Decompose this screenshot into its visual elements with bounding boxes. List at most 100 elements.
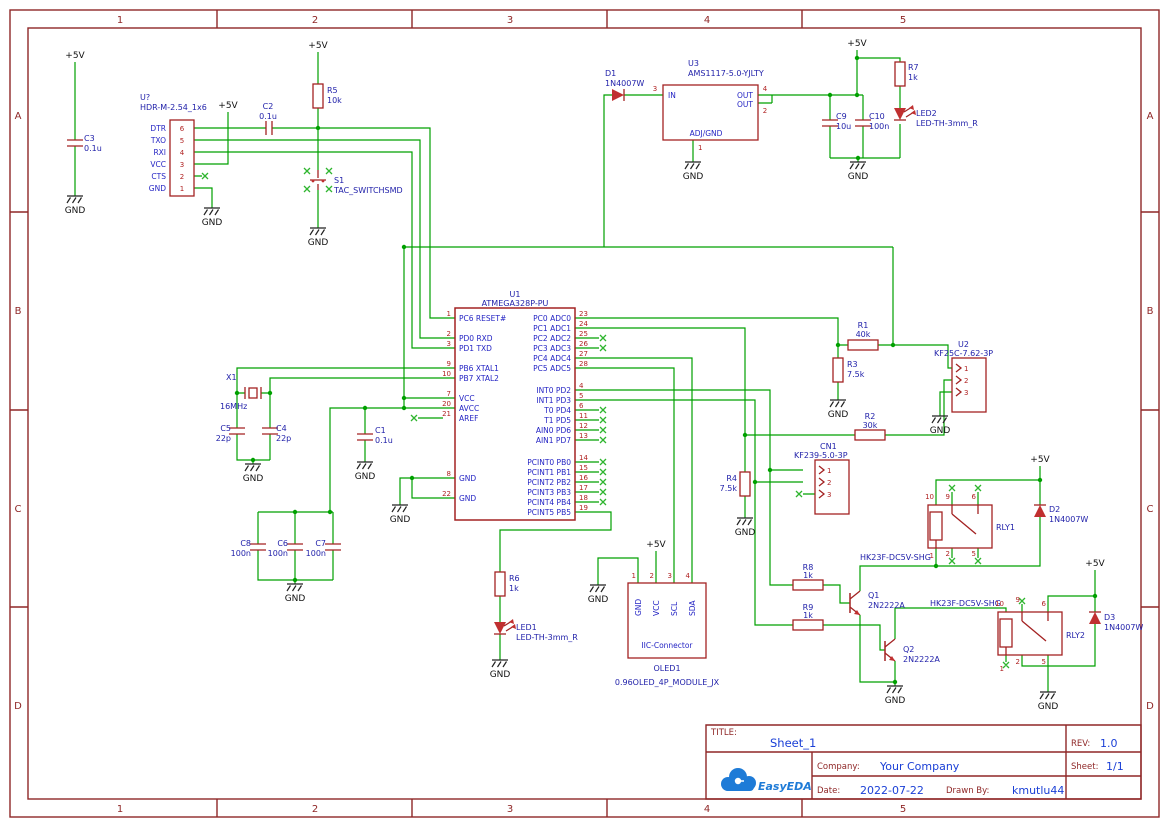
gnd-flag[interactable]: GND xyxy=(848,161,869,182)
component-d2[interactable]: D2 1N4007W xyxy=(1034,504,1088,524)
row-label: C xyxy=(1147,504,1154,515)
component-x1[interactable]: X1 16MHz xyxy=(220,373,262,411)
gnd-label: GND xyxy=(735,528,756,538)
component-c10[interactable]: C10 100n xyxy=(855,112,889,131)
row-label: B xyxy=(15,306,22,317)
component-c6[interactable]: C6 100n xyxy=(268,539,303,558)
title-block[interactable]: TITLE: Sheet_1 REV: 1.0 Company: Your Co… xyxy=(705,724,1142,800)
row-label: D xyxy=(14,701,22,712)
power-flag-5v[interactable]: +5V xyxy=(646,540,666,550)
component-c1[interactable]: C1 0.1u xyxy=(357,426,393,445)
pin-number: 17 xyxy=(579,484,588,492)
gnd-flag[interactable]: GND xyxy=(683,161,704,182)
component-c9[interactable]: C9 10u xyxy=(822,112,851,131)
component-r9[interactable]: R9 1k xyxy=(792,603,824,631)
connector-label: IIC-Connector xyxy=(641,641,693,650)
gnd-label: GND xyxy=(202,218,223,228)
ref-label: U2 xyxy=(958,340,969,349)
component-q1[interactable]: Q1 2N2222A xyxy=(849,590,905,616)
component-d3[interactable]: D3 1N4007W xyxy=(1089,611,1143,632)
component-cn1[interactable]: CN1 KF239-5.0-3P 1 2 3 xyxy=(794,442,850,515)
component-s1[interactable]: S1 TAC_SWITCHSMD xyxy=(310,170,403,195)
wire-segments[interactable] xyxy=(74,50,1096,692)
row-label: D xyxy=(1146,701,1154,712)
company-value[interactable]: Your Company xyxy=(879,760,960,773)
power-flag-5v[interactable]: +5V xyxy=(65,51,85,61)
sheet-value[interactable]: 1/1 xyxy=(1106,760,1124,773)
pin-number: 9 xyxy=(946,493,950,501)
component-rly1[interactable]: RLY1 HK23F-DC5V-SHG 10 9 6 1 2 5 xyxy=(860,493,1015,562)
gnd-flag[interactable]: GND xyxy=(490,659,511,680)
date-value[interactable]: 2022-07-22 xyxy=(860,784,924,797)
component-r5[interactable]: R5 10k xyxy=(312,83,342,109)
component-header[interactable]: U? HDR-M-2.54_1x6 DTR TXO RXI VCC CTS GN… xyxy=(140,93,207,197)
value-label: HK23F-DC5V-SHG xyxy=(860,553,931,562)
gnd-flag[interactable]: GND xyxy=(390,504,411,525)
component-c5[interactable]: C5 22p xyxy=(216,424,245,443)
sheet-title[interactable]: Sheet_1 xyxy=(770,736,816,750)
pin-name: PC1 ADC1 xyxy=(533,324,571,333)
gnd-flag[interactable]: GND xyxy=(285,583,306,604)
pin-number: 1 xyxy=(180,185,184,193)
gnd-flag[interactable]: GND xyxy=(355,461,376,482)
gnd-flag[interactable]: GND xyxy=(1038,691,1059,712)
gnd-flag[interactable]: GND xyxy=(243,463,264,484)
component-oled1[interactable]: 1 2 3 4 GND VCC SCL SDA IIC-Connector OL… xyxy=(615,572,720,687)
component-c2[interactable]: C2 0.1u xyxy=(259,102,277,135)
power-flag-5v[interactable]: +5V xyxy=(1085,559,1105,569)
gnd-flag[interactable]: GND xyxy=(308,227,329,248)
ref-label: Q2 xyxy=(903,645,914,654)
p5v-label: +5V xyxy=(847,39,867,49)
gnd-flag[interactable]: GND xyxy=(202,207,223,228)
component-q2[interactable]: Q2 2N2222A xyxy=(884,638,940,664)
gnd-flag[interactable]: GND xyxy=(828,399,849,420)
component-u1[interactable]: U1 ATMEGA328P-PU 1 2 3 9 10 7 20 21 8 22… xyxy=(442,290,588,521)
pin-number: 16 xyxy=(579,474,588,482)
component-u3[interactable]: U3 AMS1117-5.0-YJLTY IN OUT OUT ADJ/GND … xyxy=(653,59,768,152)
power-flag-5v[interactable]: +5V xyxy=(308,41,328,51)
pin-name: ADJ/GND xyxy=(690,129,723,138)
gnd-flag[interactable]: GND xyxy=(65,195,86,216)
ref-label: RLY1 xyxy=(996,523,1015,532)
power-flag-5v[interactable]: +5V xyxy=(1030,455,1050,465)
rev-value[interactable]: 1.0 xyxy=(1100,737,1118,750)
company-label: Company: xyxy=(817,762,860,772)
component-r2[interactable]: R2 30k xyxy=(854,412,886,441)
component-c7[interactable]: C7 100n xyxy=(306,539,341,558)
component-r6[interactable]: R6 1k xyxy=(494,571,520,597)
ref-label: C9 xyxy=(836,112,847,121)
pin-number: 6 xyxy=(972,493,977,501)
ref-label: U? xyxy=(140,93,150,102)
power-flag-5v[interactable]: +5V xyxy=(847,39,867,49)
value-label: KF239-5.0-3P xyxy=(794,451,848,460)
component-r3[interactable]: R3 7.5k xyxy=(832,357,865,383)
drawn-by-value[interactable]: kmutlu44 xyxy=(1012,784,1064,797)
gnd-flag[interactable]: GND xyxy=(885,685,906,706)
pin-number: 27 xyxy=(579,350,588,358)
component-r4[interactable]: R4 7.5k xyxy=(720,471,751,497)
gnd-flag[interactable]: GND xyxy=(930,415,951,436)
pin-name: INT0 PD2 xyxy=(536,386,571,395)
pin-number: 13 xyxy=(579,432,588,440)
pin-name: T1 PD5 xyxy=(543,416,571,425)
pin-name: OUT xyxy=(737,91,753,100)
component-r1[interactable]: R1 40k xyxy=(847,321,879,351)
gnd-flag[interactable]: GND xyxy=(735,517,756,538)
col-label: 5 xyxy=(900,15,906,26)
component-c3[interactable]: C3 0.1u xyxy=(67,134,102,153)
pin-name: GND xyxy=(634,599,643,616)
gnd-flag[interactable]: GND xyxy=(588,584,609,605)
component-led1[interactable]: LED1 LED-TH-3mm_R xyxy=(494,619,578,642)
component-r8[interactable]: R8 1k xyxy=(792,563,824,591)
component-c4[interactable]: C4 22p xyxy=(262,424,291,443)
pin-name: PD0 RXD xyxy=(459,334,493,343)
component-led2[interactable]: LED2 LED-TH-3mm_R xyxy=(894,105,978,128)
component-c8[interactable]: C8 100n xyxy=(231,539,266,558)
component-r7[interactable]: R7 1k xyxy=(894,61,919,87)
power-flag-5v[interactable]: +5V xyxy=(218,101,238,111)
component-u2[interactable]: U2 KF25C-7.62-3P 1 2 3 xyxy=(934,340,993,413)
component-d1[interactable]: D1 1N4007W xyxy=(605,69,644,101)
component-rly2[interactable]: RLY2 HK23F-DC5V-SHG 10 9 6 1 2 5 xyxy=(930,596,1085,673)
